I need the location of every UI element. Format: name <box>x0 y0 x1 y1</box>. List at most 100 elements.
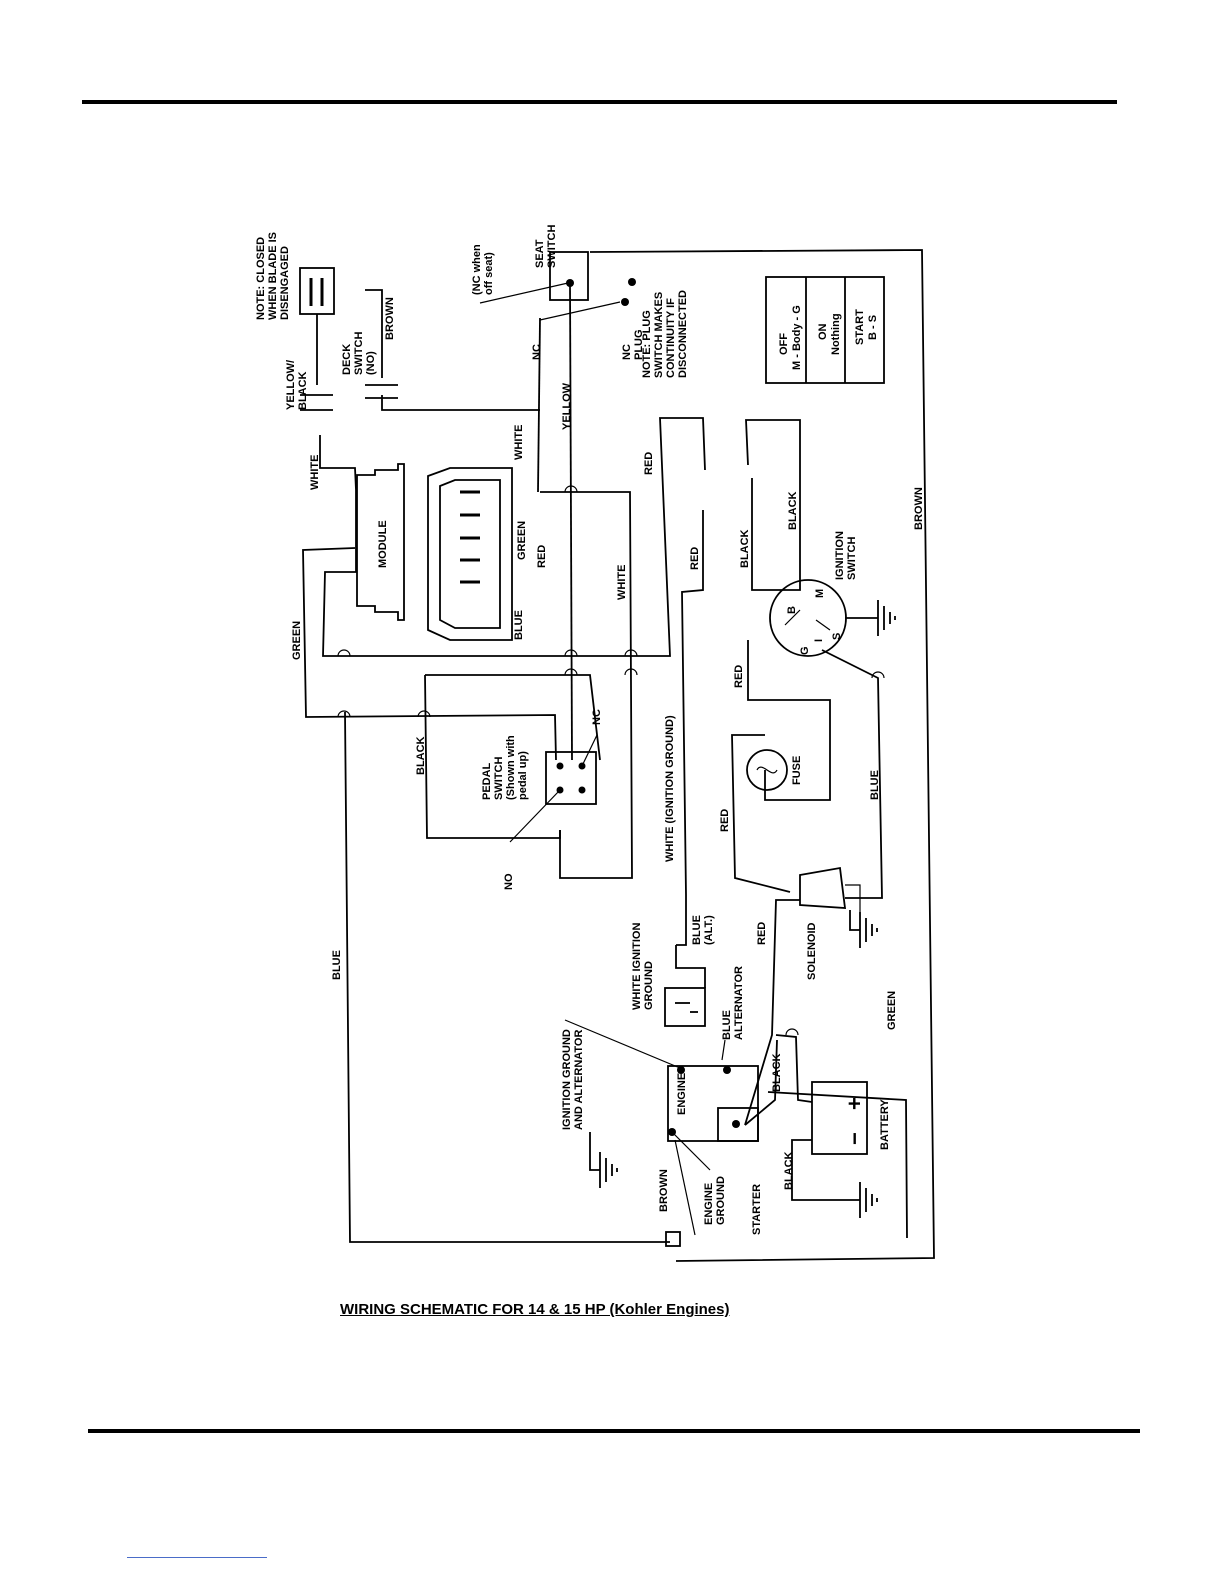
top-rule <box>82 100 1117 104</box>
wire-paths <box>302 249 935 1262</box>
solenoid-symbol <box>799 866 861 912</box>
wire-white-ig-ground <box>676 895 687 946</box>
table-off-detail: M - Body - G <box>791 305 803 370</box>
schematic-caption: WIRING SCHEMATIC FOR 14 & 15 HP (Kohler … <box>340 1301 730 1318</box>
deck-switch <box>299 267 398 411</box>
ground-symbols <box>589 600 896 1218</box>
engine-ground-label: ENGINE GROUND <box>703 1176 727 1225</box>
table-on: ON <box>817 323 829 340</box>
white-ig-ground-label: WHITE (IGNITION GROUND) <box>664 715 676 862</box>
wire-brown-deck <box>381 395 540 411</box>
starter-label: STARTER <box>751 1184 763 1235</box>
terminal-m: M <box>814 589 826 598</box>
engine-symbol <box>564 1019 759 1247</box>
fuse-symbol <box>746 749 788 791</box>
seat-switch-label: SEAT SWITCH <box>534 225 558 268</box>
black-conn-label: BLACK <box>739 529 751 568</box>
wire-white-top <box>540 491 633 879</box>
brown-right-label: BROWN <box>913 487 925 530</box>
ground-battery <box>859 1182 878 1218</box>
wire-yellow <box>569 284 573 761</box>
wire-blue-outer <box>344 711 670 1243</box>
green-module-label: GREEN <box>516 521 528 560</box>
wire-black-battery <box>775 1034 813 1103</box>
table-on-detail: Nothing <box>830 313 842 355</box>
black-pedal-label: BLACK <box>415 736 427 775</box>
white-center-label: WHITE <box>616 565 628 600</box>
ground-engine <box>589 1132 618 1188</box>
wire-red-fuse <box>747 640 831 801</box>
green-bottom-label: GREEN <box>886 991 898 1030</box>
red-fuse-label: RED <box>733 665 745 688</box>
battery-label: BATTERY <box>879 1099 891 1150</box>
yellow-black-label: YELLOW/ BLACK <box>285 357 309 410</box>
green-left-label: GREEN <box>291 621 303 660</box>
table-start: START <box>854 309 866 345</box>
deck-note: NOTE: CLOSED WHEN BLADE IS DISENGAGED <box>255 229 291 320</box>
ground-solenoid <box>849 910 878 948</box>
black-top-label: BLACK <box>787 491 799 530</box>
labels: NOTE: CLOSED WHEN BLADE IS DISENGAGED YE… <box>255 225 925 1235</box>
terminal-i: I <box>813 639 825 642</box>
red-starter-label: RED <box>756 922 768 945</box>
seat-nc-label: (NC when off seat) <box>471 241 495 295</box>
blue-left-label: BLUE <box>331 950 343 980</box>
wire-white-module <box>319 435 357 491</box>
ignition-table <box>765 276 885 384</box>
alternator-label: BLUE ALTERNATOR <box>721 966 745 1040</box>
bottom-rule <box>88 1429 1140 1433</box>
wire-black-battery-ground <box>791 1139 860 1201</box>
solenoid-label: SOLENOID <box>806 922 818 980</box>
blue-module-label: BLUE <box>513 610 525 640</box>
module-label: MODULE <box>377 520 389 568</box>
terminal-g: G <box>799 646 811 655</box>
blue-right-label: BLUE <box>869 770 881 800</box>
battery-plus: + <box>842 1097 867 1110</box>
pedal-no-label: NO <box>503 873 515 890</box>
white-module-label: WHITE <box>513 425 525 460</box>
red-module-label: RED <box>536 545 548 568</box>
wire-black-starter <box>744 1039 778 1126</box>
brown-bottom-label: BROWN <box>658 1169 670 1212</box>
ignition-ground-alt-label: IGNITION GROUND AND ALTERNATOR <box>561 1026 585 1130</box>
module <box>356 463 513 641</box>
terminal-s: S <box>831 633 843 640</box>
plug-note: NOTE: PLUG SWITCH MAKES CONTINUITY IF DI… <box>641 289 689 378</box>
wire-green-outer <box>302 547 557 761</box>
white-ignition-ground-label: WHITE IGNITION GROUND <box>631 920 655 1010</box>
wire-red-vertical <box>681 510 704 896</box>
wire-seat-nc <box>537 317 541 493</box>
wire-black-top <box>425 674 601 761</box>
ground-ignition <box>845 600 896 636</box>
wire-green-right <box>767 1091 908 1239</box>
wire-brown-outer <box>589 249 935 1262</box>
nc-plug-label: NC PLUG <box>621 329 645 360</box>
wire-hops <box>337 485 885 1036</box>
black-starter-label: BLACK <box>771 1053 783 1092</box>
wire-red-solenoid <box>731 734 791 893</box>
wire-module-top <box>322 417 706 657</box>
table-off: OFF <box>778 333 790 355</box>
white-left-label: WHITE <box>309 455 321 490</box>
engine-label: ENGINE <box>676 1073 688 1115</box>
ignition-switch-label: IGNITION SWITCH <box>834 528 858 580</box>
footer-link-underline <box>127 1557 267 1558</box>
pedal-switch-label: PEDAL SWITCH (Shown with pedal up) <box>481 732 529 800</box>
red-top-label: RED <box>643 452 655 475</box>
red-solenoid-label: RED <box>719 809 731 832</box>
battery-symbol <box>811 1081 868 1155</box>
wire-blue-solenoid <box>821 649 883 899</box>
blue-alt-label: BLUE (ALT.) <box>691 912 715 945</box>
pedal-nc-label: NC <box>591 709 603 725</box>
pedal-switch <box>509 734 598 843</box>
red-conn-label: RED <box>689 547 701 570</box>
seat-switch <box>479 251 636 321</box>
table-start-detail: B - S <box>867 315 879 340</box>
alternator-connector <box>664 945 706 1027</box>
deck-switch-label: DECK SWITCH (NO) <box>341 329 377 375</box>
yellow-label: YELLOW <box>561 382 573 430</box>
terminal-b: B <box>786 606 798 614</box>
brown-deck-label: BROWN <box>384 297 396 340</box>
wire-black-ign <box>745 419 801 591</box>
